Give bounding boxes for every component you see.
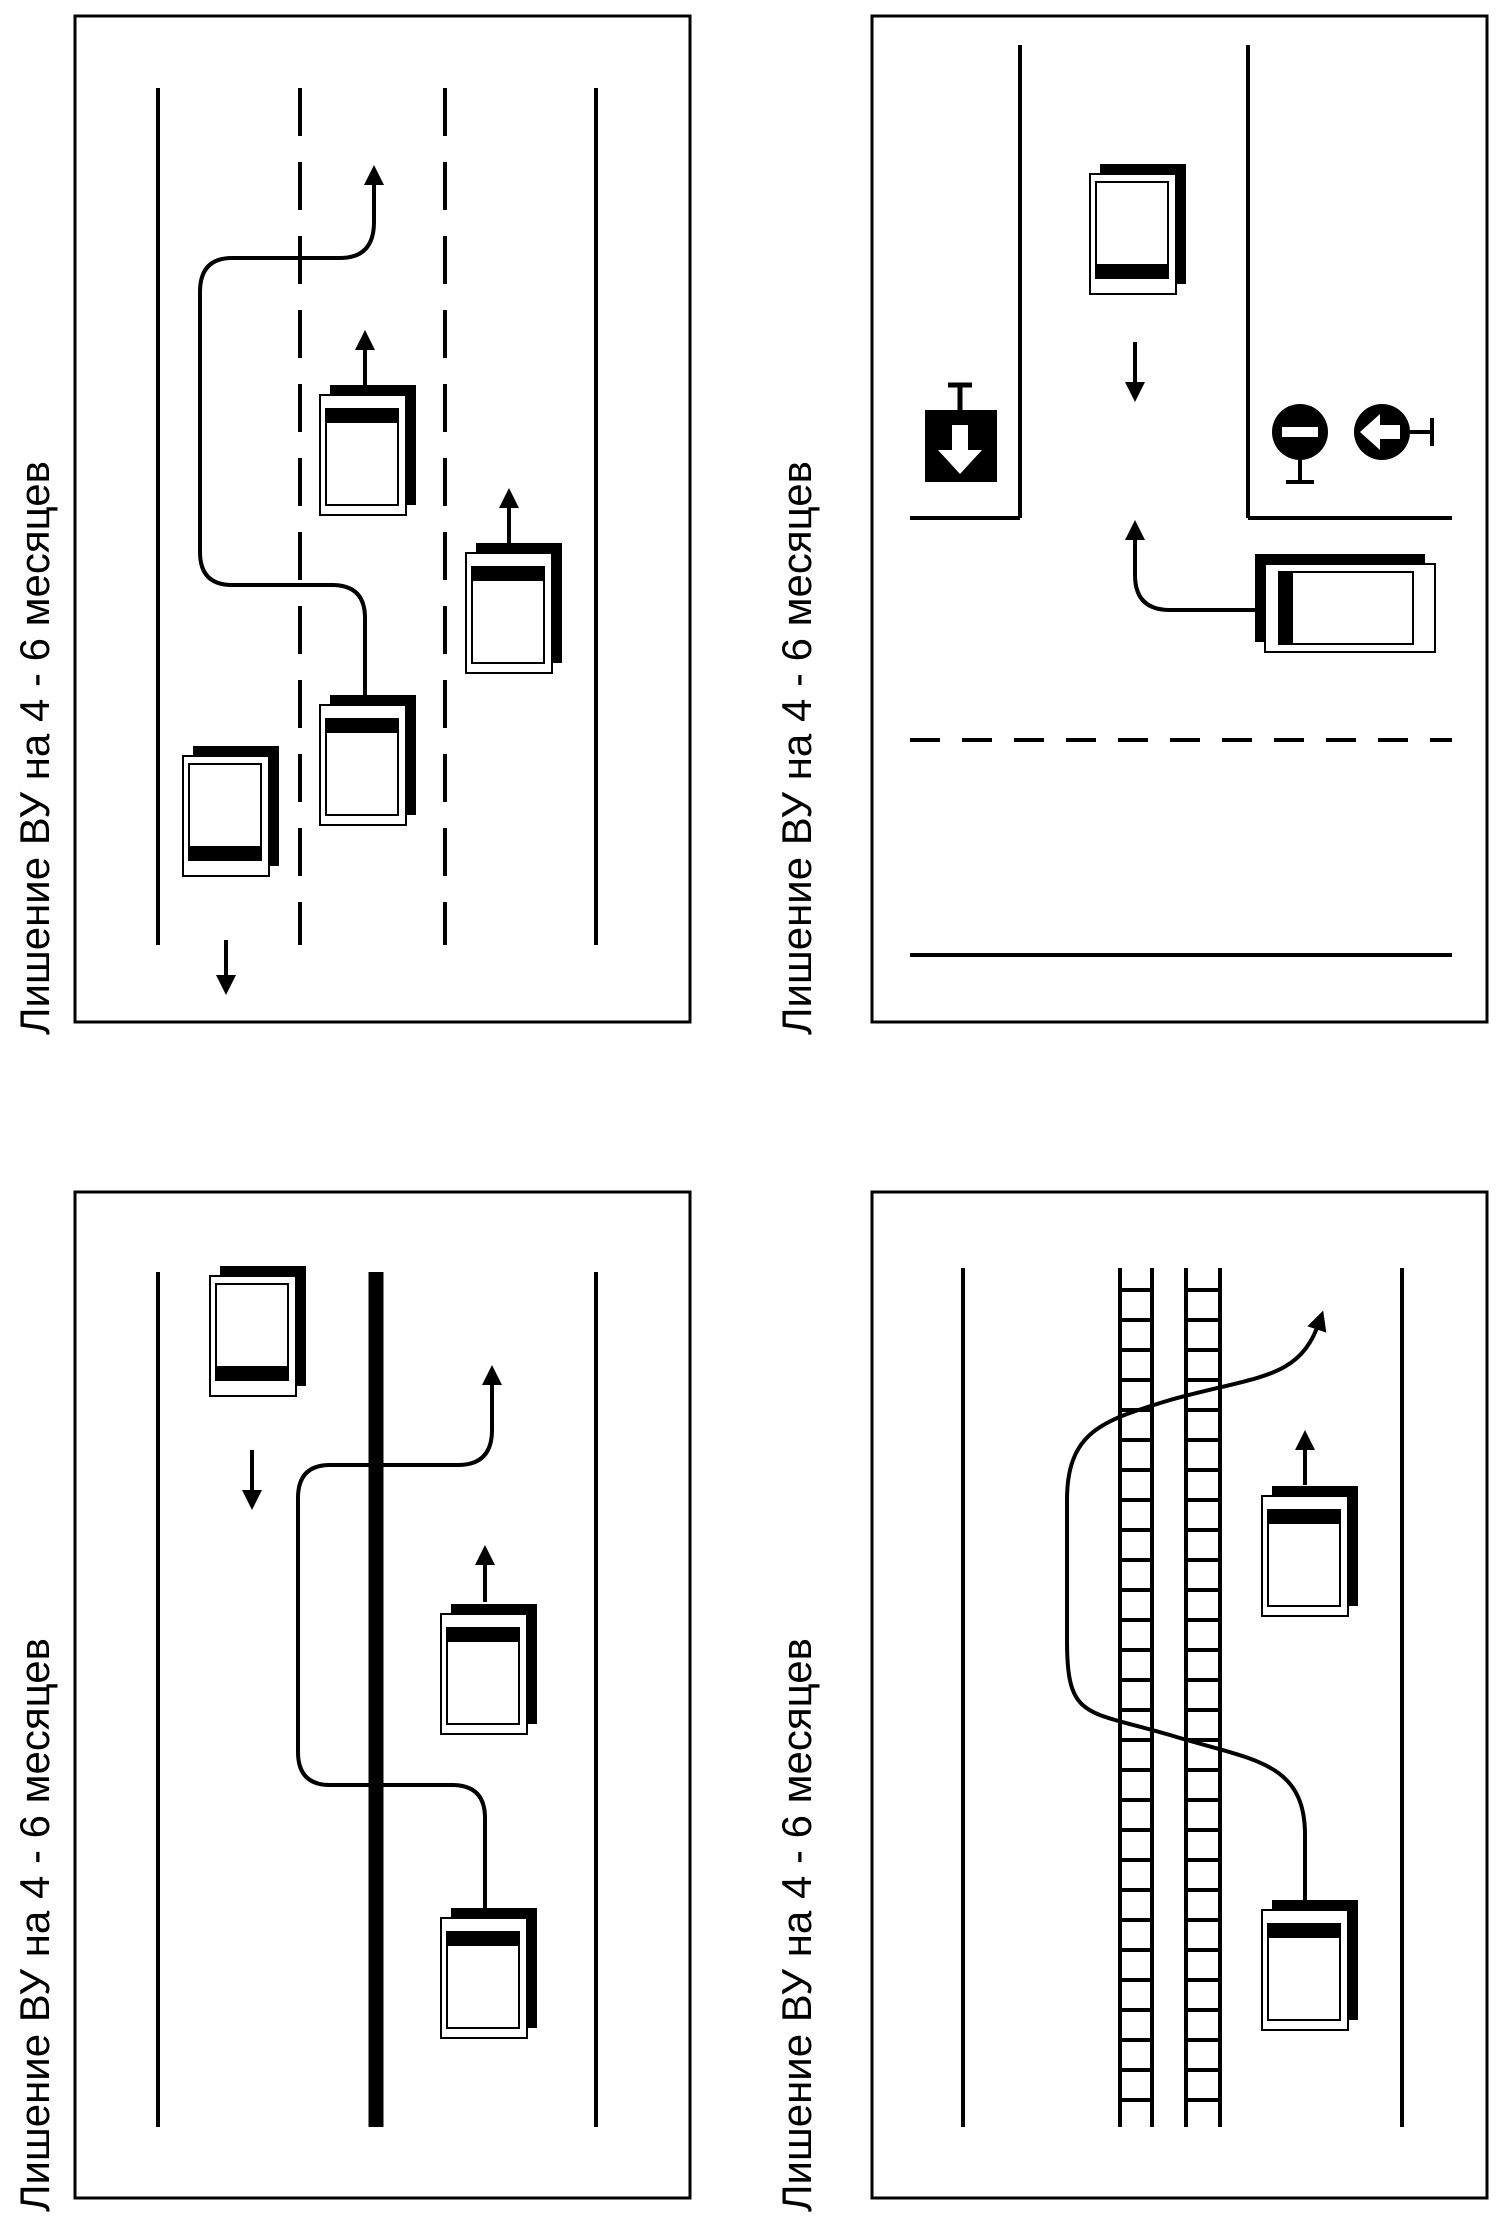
panel-4 — [870, 1190, 1489, 2200]
car-icon — [209, 1265, 307, 1397]
tram-tracks-icon — [1118, 1268, 1222, 2127]
maneuver-path — [1065, 1310, 1327, 1910]
car-icon — [1261, 1485, 1359, 1617]
car-icon — [319, 694, 417, 826]
panel-1 — [73, 14, 692, 1024]
car-icon — [440, 1907, 538, 2039]
panel-2-frame — [870, 14, 1489, 1024]
car-icon — [1089, 163, 1187, 295]
car-icon — [319, 384, 417, 516]
no-entry-sign-icon — [1272, 404, 1328, 484]
panel-3-frame — [73, 1190, 692, 2200]
maneuver-path — [296, 1365, 502, 1918]
left-turn-sign-icon — [1354, 404, 1434, 460]
car-icon — [182, 745, 280, 877]
panel-4-frame — [870, 1190, 1489, 2200]
car-icon — [1255, 554, 1436, 653]
panel-2 — [870, 14, 1489, 1024]
turn-path — [1125, 520, 1265, 612]
one-way-road-sign-icon — [925, 382, 997, 482]
maneuver-path — [198, 165, 384, 705]
car-icon — [440, 1603, 538, 1735]
panel-3 — [73, 1190, 692, 2200]
car-icon — [465, 542, 563, 674]
panel-1-frame — [73, 14, 692, 1024]
car-icon — [1261, 1899, 1359, 2031]
